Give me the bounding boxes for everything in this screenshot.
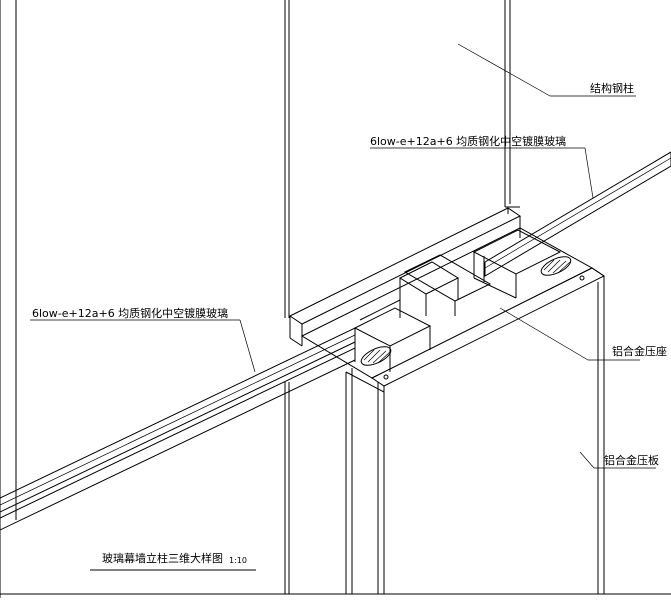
label-glass-top: 6low-e+12a+6 均质钢化中空镀膜玻璃 (370, 134, 566, 148)
aluminum-pressure-seat (289, 207, 605, 594)
structural-steel-column (504, 0, 520, 208)
leader-lines (30, 43, 656, 469)
background-vertical-lines (15, 0, 290, 594)
aluminum-pressure-plate (345, 368, 385, 594)
glazing-clamp-left (353, 299, 432, 372)
glass-panel-right (484, 151, 671, 277)
glass-panel-left (0, 327, 356, 531)
label-glass-left: 6low-e+12a+6 均质钢化中空镀膜玻璃 (32, 306, 228, 320)
drawing-title: 玻璃幕墙立柱三维大样图 (102, 551, 223, 565)
drawing-title-block: 玻璃幕墙立柱三维大样图 1:10 (90, 551, 256, 571)
glazing-clamp-right (472, 229, 562, 299)
rubber-gasket-left (360, 346, 392, 366)
label-pressure-seat: 铝合金压座 (612, 344, 667, 358)
drawing-scale: 1:10 (229, 556, 247, 565)
label-steel-column: 结构钢柱 (590, 81, 634, 95)
label-pressure-plate: 铝合金压板 (604, 453, 659, 467)
rubber-gasket-right (540, 256, 572, 276)
fixing-points (383, 275, 585, 380)
